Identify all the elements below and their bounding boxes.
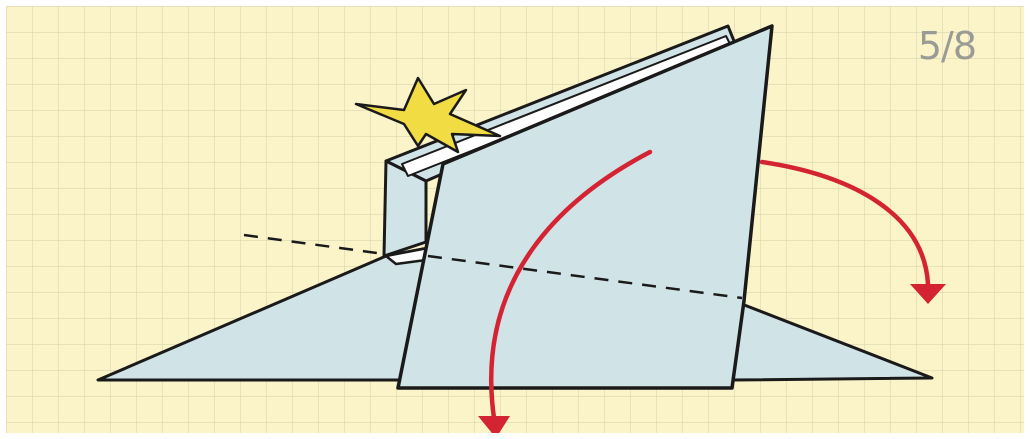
diagram-frame: 5/8 [6, 6, 1024, 433]
step-counter: 5/8 [918, 24, 976, 68]
origami-fold-diagram [6, 6, 1024, 433]
